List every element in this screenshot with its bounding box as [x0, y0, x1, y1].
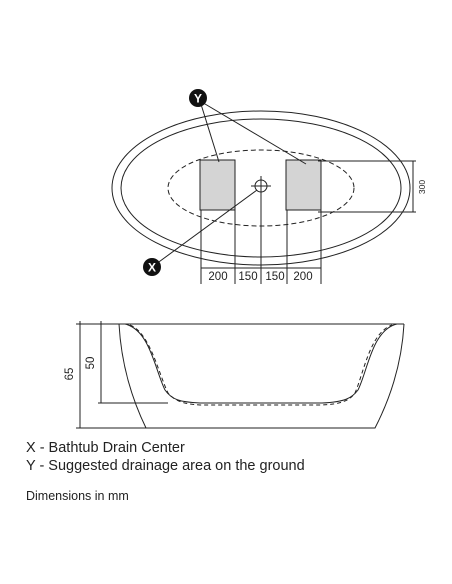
top-view: [111, 100, 416, 284]
drainage-area-left: [199, 159, 236, 211]
dim-label-200-right: 200: [293, 271, 312, 283]
tub-side-inner: [124, 323, 398, 404]
dim-label-50: 50: [85, 357, 97, 370]
dim-label-150-left: 150: [238, 271, 257, 283]
leader-y-left: [199, 100, 220, 163]
callout-y-icon: [189, 89, 207, 107]
dim-label-150-right: 150: [265, 271, 284, 283]
legend-y-text: Y - Suggested drainage area on the groun…: [26, 458, 305, 474]
tub-side-inner-dashed: [129, 324, 393, 406]
units-note: Dimensions in mm: [26, 489, 129, 503]
bathtub-diagram: Y X 200 150 150 200 300 65 50: [64, 89, 427, 429]
leader-y-right: [199, 100, 307, 165]
side-view: [76, 321, 405, 429]
callout-x: X: [143, 258, 161, 276]
dim-label-65: 65: [64, 368, 76, 381]
drainage-area-right: [285, 159, 322, 211]
callout-y-label: Y: [194, 92, 202, 106]
callout-x-icon: [143, 258, 161, 276]
tub-side-outer: [118, 323, 405, 429]
legend-x-text: X - Bathtub Drain Center: [26, 440, 185, 456]
callout-y: Y: [189, 89, 207, 107]
leader-x: [151, 189, 258, 268]
callout-x-label: X: [148, 261, 156, 275]
dim-label-300: 300: [417, 180, 427, 194]
dim-label-200-left: 200: [208, 271, 227, 283]
